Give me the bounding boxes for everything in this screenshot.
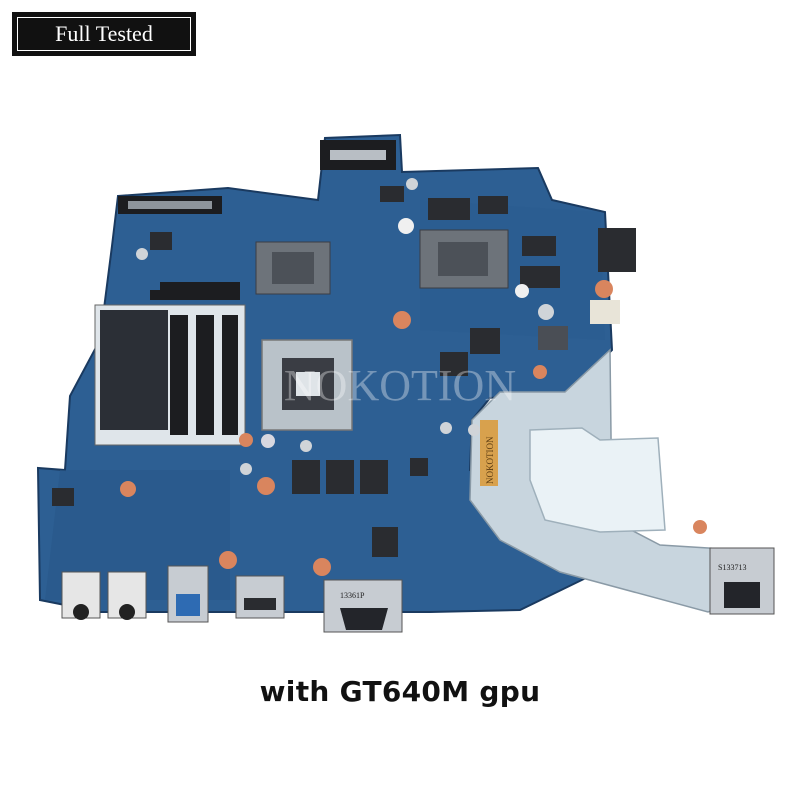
gpu-die — [438, 242, 488, 276]
choke-4 — [470, 328, 500, 354]
fan-connector — [590, 300, 620, 324]
ram-slot-3 — [222, 315, 238, 435]
ram-slot-1 — [170, 315, 188, 435]
screw-pad — [257, 477, 275, 495]
ram-slot-2 — [196, 315, 214, 435]
power-connector — [598, 228, 636, 272]
hdmi-port-opening — [244, 598, 276, 610]
screw-pad — [533, 365, 547, 379]
ic-3 — [410, 458, 428, 476]
watermark: NOKOTION — [284, 361, 516, 410]
screw-pad — [393, 311, 411, 329]
vga-port-dsub — [340, 608, 388, 630]
screw-pad — [693, 520, 707, 534]
screw-pad — [515, 284, 529, 298]
screw-pad — [239, 433, 253, 447]
capacitor — [538, 304, 554, 320]
capacitor — [406, 178, 418, 190]
screw-pad — [120, 481, 136, 497]
screw-pad — [313, 558, 331, 576]
cpu-socket-core — [296, 372, 320, 396]
caption: with GT640M gpu — [259, 675, 541, 708]
full-tested-badge-text: Full Tested — [17, 17, 191, 51]
audio-jack-1-hole — [73, 604, 89, 620]
ic-2 — [150, 232, 172, 250]
choke-7 — [372, 527, 398, 557]
capacitor — [468, 424, 480, 436]
hdmi-port — [235, 575, 285, 619]
choke-5 — [538, 326, 568, 350]
vram-chip-4 — [478, 196, 508, 214]
capacitor — [240, 463, 252, 475]
ic-4 — [380, 186, 404, 202]
capacitor — [136, 248, 148, 260]
audio-jack-2-hole — [119, 604, 135, 620]
usb-port-tongue — [176, 594, 200, 616]
lan-port-label: S133713 — [718, 563, 746, 572]
chipset-die — [272, 252, 314, 284]
choke-2 — [326, 460, 354, 494]
capacitor — [300, 440, 312, 452]
vga-port-label: 13361P — [340, 591, 365, 600]
capacitor — [261, 434, 275, 448]
hdd-connector-slot — [128, 201, 212, 209]
mini-connector — [160, 282, 240, 296]
choke-1 — [292, 460, 320, 494]
vram-chip-1 — [428, 198, 470, 220]
lan-port-opening — [724, 582, 760, 608]
screw-pad — [595, 280, 613, 298]
vram-chip-3 — [520, 266, 560, 288]
full-tested-badge: Full Tested — [12, 12, 196, 56]
screw-pad — [219, 551, 237, 569]
heatsink-sticker — [480, 420, 498, 486]
odd-connector-slot — [330, 150, 386, 160]
choke-6 — [440, 352, 468, 376]
capacitor — [440, 422, 452, 434]
vram-chip-2 — [522, 236, 556, 256]
choke-3 — [360, 460, 388, 494]
ram-slot-shadow — [100, 310, 168, 430]
screw-pad — [398, 218, 414, 234]
ic-1 — [52, 488, 74, 506]
heatsink-cutout — [529, 427, 666, 533]
vga-port — [323, 579, 403, 633]
heatsink-sticker-text: NOKOTION — [485, 436, 495, 484]
